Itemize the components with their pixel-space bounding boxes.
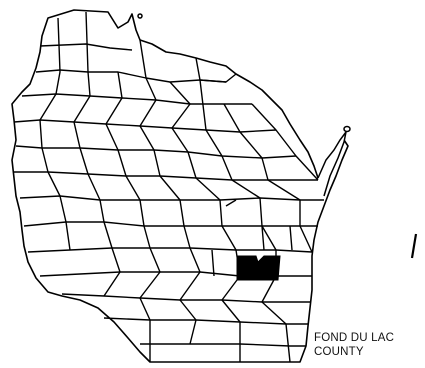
county-line xyxy=(211,199,237,277)
county-line xyxy=(105,71,161,362)
county-line xyxy=(103,317,308,325)
county-line xyxy=(35,69,227,83)
county-line xyxy=(73,11,121,297)
county-line xyxy=(139,39,147,79)
county-caption: FOND DU LAC COUNTY xyxy=(314,331,394,359)
caption-line-1: FOND DU LAC xyxy=(314,332,395,344)
county-line xyxy=(169,81,241,362)
county-line xyxy=(195,57,237,83)
caption-line-2: COUNTY xyxy=(314,346,364,358)
county-line xyxy=(139,77,201,345)
county-line xyxy=(261,225,293,251)
county-line xyxy=(39,43,133,51)
county-line xyxy=(223,103,313,253)
county-line xyxy=(21,93,252,105)
county-line xyxy=(251,103,319,181)
state-outline xyxy=(11,9,349,363)
county-line xyxy=(39,17,71,251)
lake-shore-mark xyxy=(410,233,418,259)
county-line xyxy=(27,247,313,253)
island-shape xyxy=(137,13,143,19)
highlighted-county xyxy=(236,255,281,281)
island-shape xyxy=(343,125,351,133)
